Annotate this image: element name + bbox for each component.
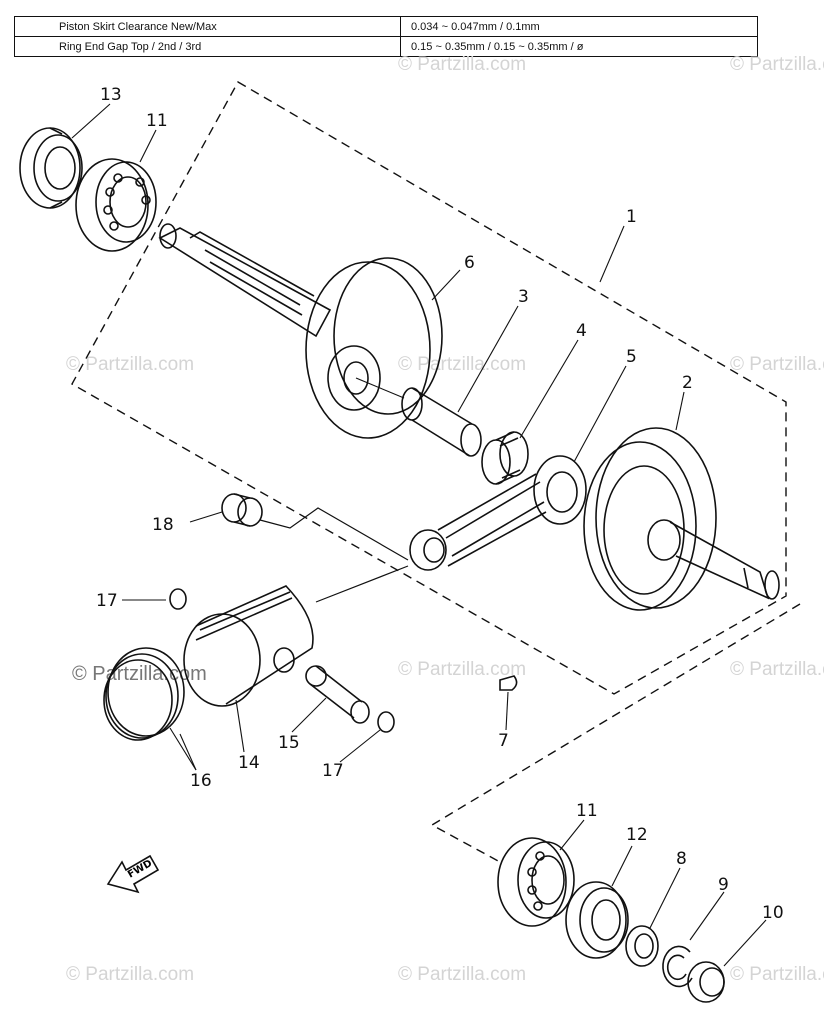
callout-10: 10 — [762, 903, 784, 923]
callout-3: 3 — [518, 287, 529, 307]
callout-12: 12 — [626, 825, 648, 845]
callout-4: 4 — [576, 321, 587, 341]
small-end-bearing-18 — [221, 493, 409, 561]
callout-8: 8 — [676, 849, 687, 869]
fwd-arrow-icon — [106, 854, 160, 894]
callout-7: 7 — [498, 731, 509, 751]
spec-table: Piston Skirt Clearance New/Max 0.034 ~ 0… — [14, 16, 758, 57]
callout-15: 15 — [278, 733, 300, 753]
callout-14: 14 — [238, 753, 260, 773]
bearing-11-top — [75, 158, 157, 252]
callout-13: 13 — [100, 85, 122, 105]
watermark: © Partzilla.com — [66, 964, 194, 985]
callout-18: 18 — [152, 515, 174, 535]
connecting-rod-5 — [409, 455, 587, 571]
circlip-17-top — [169, 588, 187, 610]
callout-11-bottom: 11 — [576, 801, 598, 821]
watermark: © Partzilla.com — [398, 964, 526, 985]
oil-seal-12 — [565, 881, 629, 959]
woodruff-key-7 — [499, 675, 518, 691]
nut-10 — [687, 961, 725, 1003]
callout-5: 5 — [626, 347, 637, 367]
washer-8 — [625, 925, 659, 967]
watermark: © Partzilla.com — [66, 354, 194, 375]
piston-rings-16 — [103, 647, 185, 741]
crank-assembly-outline — [71, 81, 787, 695]
watermark: © Partzilla.com — [730, 54, 824, 75]
watermark: © Partzilla.com — [72, 663, 207, 685]
crank-pin-3 — [355, 377, 482, 457]
callout-6: 6 — [464, 253, 475, 273]
needle-bearing-4 — [481, 431, 529, 485]
circlip-17-bottom — [377, 711, 395, 733]
spec-label: Ring End Gap Top / 2nd / 3rd — [14, 36, 401, 57]
callout-17-bottom: 17 — [322, 761, 344, 781]
piston-pin-15 — [305, 665, 370, 724]
leader-lines — [71, 103, 767, 967]
watermark: © Partzilla.com — [730, 964, 824, 985]
watermark: © Partzilla.com — [730, 354, 824, 375]
spec-row-ring-end-gap: Ring End Gap Top / 2nd / 3rd 0.15 ~ 0.35… — [14, 36, 758, 57]
watermark: © Partzilla.com — [730, 659, 824, 680]
callouts: 13 11 1 6 3 4 5 2 18 17 7 15 14 17 16 11… — [96, 85, 784, 923]
callout-1: 1 — [626, 207, 637, 227]
callout-17-top: 17 — [96, 591, 118, 611]
crank-half-left-6 — [158, 223, 443, 439]
callout-11-top: 11 — [146, 111, 168, 131]
crank-half-right-2 — [583, 427, 780, 611]
callout-2: 2 — [682, 373, 693, 393]
bearing-assembly-leader — [430, 603, 801, 863]
watermark: © Partzilla.com — [398, 54, 526, 75]
lock-washer-9 — [662, 945, 693, 988]
piston-14 — [183, 565, 409, 707]
watermark: © Partzilla.com — [398, 354, 526, 375]
callout-9: 9 — [718, 875, 729, 895]
spec-value: 0.15 ~ 0.35mm / 0.15 ~ 0.35mm / ø — [400, 36, 758, 57]
callout-16: 16 — [190, 771, 212, 791]
watermark: © Partzilla.com — [398, 659, 526, 680]
bearing-11-bottom — [497, 837, 575, 927]
oil-seal-13 — [19, 127, 83, 209]
watermarks: © Partzilla.com © Partzilla.com © Partzi… — [66, 54, 824, 985]
